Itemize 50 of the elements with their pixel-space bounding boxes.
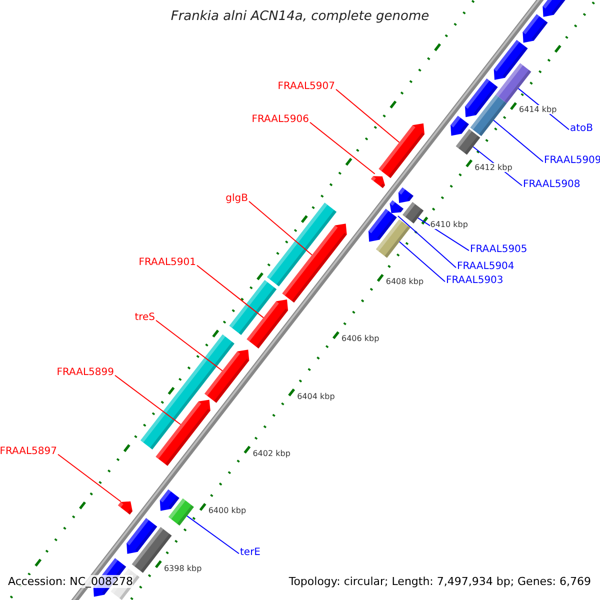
gene-feature xyxy=(496,63,532,104)
gene-feature xyxy=(402,202,424,224)
gene-label: FRAAL5907 xyxy=(278,81,335,93)
leader-line xyxy=(58,454,122,502)
scale-label: 6412 kbp xyxy=(474,162,512,172)
gene-feature xyxy=(390,200,404,214)
leader-line xyxy=(493,120,544,162)
leader-line xyxy=(397,215,456,268)
gene-label: terE xyxy=(240,547,261,559)
gene-feature xyxy=(204,350,250,403)
gene-feature xyxy=(378,123,424,178)
scale-label: 6406 kbp xyxy=(341,334,380,344)
scale-label: 6408 kbp xyxy=(386,277,424,286)
genome-stats-text: Topology: circular; Length: 7,497,934 bp; Genes: 6,769 xyxy=(288,575,591,588)
gene-label: glgB xyxy=(226,193,248,205)
scale-label: 6398 kbp xyxy=(164,564,202,573)
gene-label: FRAAL5905 xyxy=(470,244,528,256)
scale-label: 6414 kbp xyxy=(519,105,557,114)
gene-feature xyxy=(456,129,480,155)
gene-label: treS xyxy=(134,312,155,324)
scale-label: 6400 kbp xyxy=(208,506,246,516)
leader-line xyxy=(114,374,182,426)
gene-feature xyxy=(370,176,385,188)
leader-line xyxy=(417,217,470,252)
leader-line xyxy=(310,122,376,174)
leader-line xyxy=(186,515,240,554)
gene-label: FRAAL5901 xyxy=(138,257,196,269)
gene-label: FRAAL5906 xyxy=(252,114,309,126)
gene-feature xyxy=(168,498,194,526)
gene-feature xyxy=(246,300,288,348)
gene-label: FRAAL5903 xyxy=(446,275,504,287)
gene-label: atoB xyxy=(570,123,594,135)
leader-line xyxy=(248,200,312,256)
leader-line xyxy=(336,88,400,143)
gene-label: FRAAL5899 xyxy=(56,367,114,379)
leader-line xyxy=(398,241,446,282)
gene-label: FRAAL5897 xyxy=(0,446,57,458)
scale-label: 6402 kbp xyxy=(252,448,290,458)
title: Frankia alni ACN14a, complete genome xyxy=(170,9,430,24)
gene-feature xyxy=(118,501,132,515)
scale-label: 6404 kbp xyxy=(297,392,335,401)
scale-label: 6410 kbp xyxy=(430,220,468,229)
leader-line xyxy=(196,264,264,318)
gene-feature xyxy=(282,224,347,303)
gene-feature xyxy=(470,94,507,136)
leader-line xyxy=(156,320,223,372)
gene-label: FRAAL5904 xyxy=(457,261,514,273)
gene-feature xyxy=(156,400,210,466)
gene-feature xyxy=(376,219,410,258)
gene-label: FRAAL5908 xyxy=(523,179,580,191)
